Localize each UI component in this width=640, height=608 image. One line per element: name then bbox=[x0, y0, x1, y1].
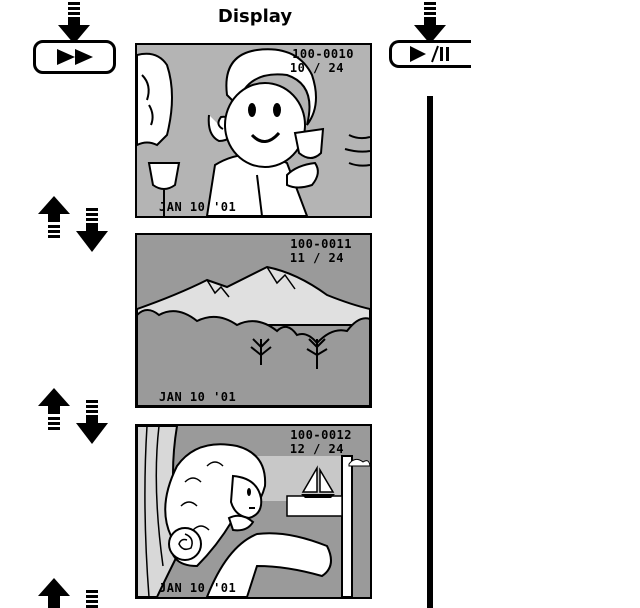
image-frame-3[interactable]: 100-0012 12 / 24 JAN 10 '01 bbox=[135, 424, 372, 599]
up-down-arrow-icon bbox=[38, 196, 108, 252]
play-pause-button[interactable] bbox=[389, 40, 471, 68]
fast-forward-icon bbox=[56, 49, 93, 65]
image-index: 10 / 24 bbox=[289, 61, 344, 75]
up-down-arrow-icon bbox=[38, 578, 98, 608]
image-date: JAN 10 '01 bbox=[159, 390, 237, 404]
up-down-arrow-icon bbox=[38, 388, 108, 444]
timeline-line bbox=[427, 96, 433, 608]
mountain-landscape-picture bbox=[137, 235, 370, 406]
image-frame-1[interactable]: 100-0010 10 / 24 JAN 10 '01 bbox=[135, 43, 372, 218]
image-frame-2[interactable]: 100-0011 11 / 24 JAN 10 '01 bbox=[135, 233, 372, 408]
play-pause-icon bbox=[410, 45, 449, 63]
image-index: 11 / 24 bbox=[289, 251, 344, 265]
down-arrow-icon bbox=[58, 2, 90, 44]
file-number: 100-0011 bbox=[290, 237, 352, 251]
woman-by-sea-picture bbox=[137, 426, 370, 597]
down-arrow-icon bbox=[414, 2, 446, 44]
woman-toasting-picture bbox=[137, 45, 370, 216]
image-index: 12 / 24 bbox=[289, 442, 344, 456]
page-title: Display bbox=[217, 6, 293, 27]
fast-forward-button[interactable] bbox=[33, 40, 116, 74]
image-date: JAN 10 '01 bbox=[159, 581, 237, 595]
file-number: 100-0010 bbox=[292, 47, 354, 61]
image-date: JAN 10 '01 bbox=[159, 200, 237, 214]
file-number: 100-0012 bbox=[290, 428, 352, 442]
